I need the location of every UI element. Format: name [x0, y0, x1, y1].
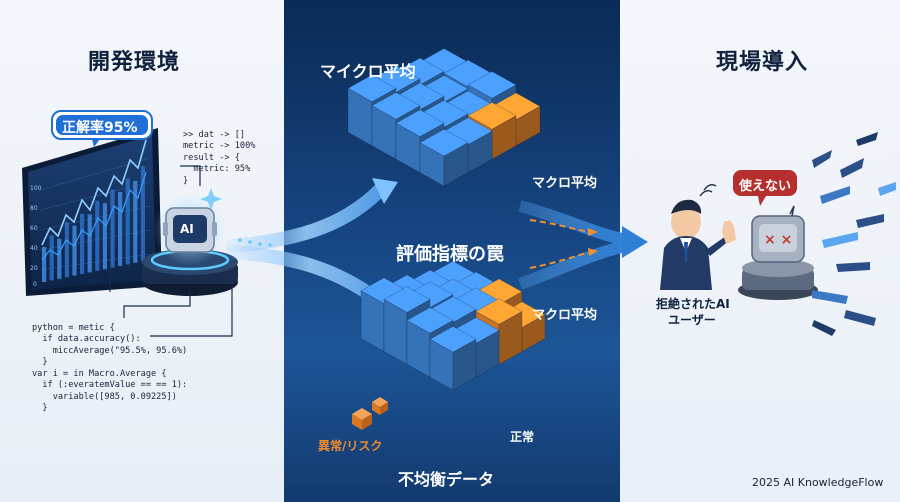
axis-tick-40: 40	[30, 245, 38, 252]
dev-environment-title: 開発環境	[88, 50, 181, 75]
accuracy-badge	[51, 110, 153, 147]
code-line: result -> {	[183, 152, 240, 163]
code-line: >> dat -> []	[183, 129, 246, 140]
normal-label: 正常	[510, 430, 535, 444]
chart-bar	[64, 222, 69, 278]
unusable-speech-bubble	[733, 170, 797, 206]
svg-text:× ×: × ×	[764, 232, 792, 248]
macro-average-label-bottom: マクロ平均	[532, 308, 598, 323]
imbalanced-data-title: 不均衡データ	[398, 470, 495, 489]
macro-average-label-top: マクロ平均	[532, 176, 598, 191]
chart-bar	[49, 235, 54, 281]
chart-bar	[80, 214, 85, 274]
chart-bar	[87, 214, 92, 273]
ai-robot	[142, 188, 272, 296]
code-line: metric -> 100%	[183, 141, 256, 151]
chart-bar	[57, 238, 62, 279]
chart-bar	[125, 178, 130, 265]
chart-bars	[42, 166, 145, 282]
chart-line-light	[41, 139, 147, 246]
evaluation-trap-title: 評価指標の罠	[396, 244, 504, 265]
code-line: }	[32, 357, 48, 367]
code-line: variable([985, 0.09225])	[32, 391, 177, 402]
anomaly-small-cubes	[352, 397, 388, 430]
imbalanced-data-cube-cluster	[360, 260, 546, 391]
dev-connectors	[109, 165, 233, 337]
code-snippet-bottom: python = metic { if data.accuracy(): mic…	[32, 311, 187, 426]
anomaly-risk-label: 異常/リスク	[318, 439, 383, 453]
chart-bar	[95, 200, 100, 271]
data-cube	[429, 326, 477, 391]
code-line: metric: 95%	[183, 164, 251, 174]
micro-average-label: マイクロ平均	[320, 62, 416, 81]
ai-chip-label: AI	[180, 222, 194, 236]
code-line: }	[32, 403, 48, 413]
user-caption: ユーザー	[668, 313, 716, 327]
chart-line-dark	[41, 171, 147, 261]
glitch-debris	[812, 132, 896, 336]
rejecting-user	[660, 183, 736, 290]
chart-bar	[133, 180, 138, 263]
rejected-ai-caption: 拒絶されたAI	[656, 297, 730, 311]
accuracy-badge-label: 正解率95%	[62, 120, 138, 136]
code-line: }	[183, 175, 189, 186]
micro-average-cube-cluster	[347, 48, 541, 187]
data-cube	[419, 128, 469, 187]
chart-bar	[118, 192, 123, 266]
code-line: var i = in Macro.Average {	[32, 368, 167, 379]
code-line: miccAverage("95.5%, 95.6%)	[32, 345, 188, 356]
monitor: 100 80 60 40 20 0	[22, 128, 162, 296]
chart-bar	[110, 189, 115, 268]
axis-tick-80: 80	[30, 205, 38, 212]
chart-bar	[140, 166, 145, 262]
axis-tick-100: 100	[30, 185, 42, 192]
code-line: if data.accuracy():	[32, 334, 141, 344]
unusable-bubble-label: 使えない	[739, 179, 792, 194]
axis-tick-60: 60	[30, 225, 38, 232]
code-line: python = metic {	[32, 322, 115, 333]
copyright-footer: 2025 AI KnowledgeFlow	[752, 476, 884, 489]
field-deployment-title: 現場導入	[716, 50, 809, 75]
chart-bar	[102, 203, 107, 270]
chart-bar	[42, 247, 47, 282]
code-snippet-top: >> dat -> []metric -> 100%result -> { me…	[183, 118, 255, 199]
chart-bar	[72, 225, 77, 276]
broken-robot: × ×	[738, 205, 818, 300]
code-line: if (:everatemValue == == 1):	[32, 380, 188, 390]
axis-tick-20: 20	[30, 265, 38, 272]
axis-tick-0: 0	[33, 281, 37, 288]
